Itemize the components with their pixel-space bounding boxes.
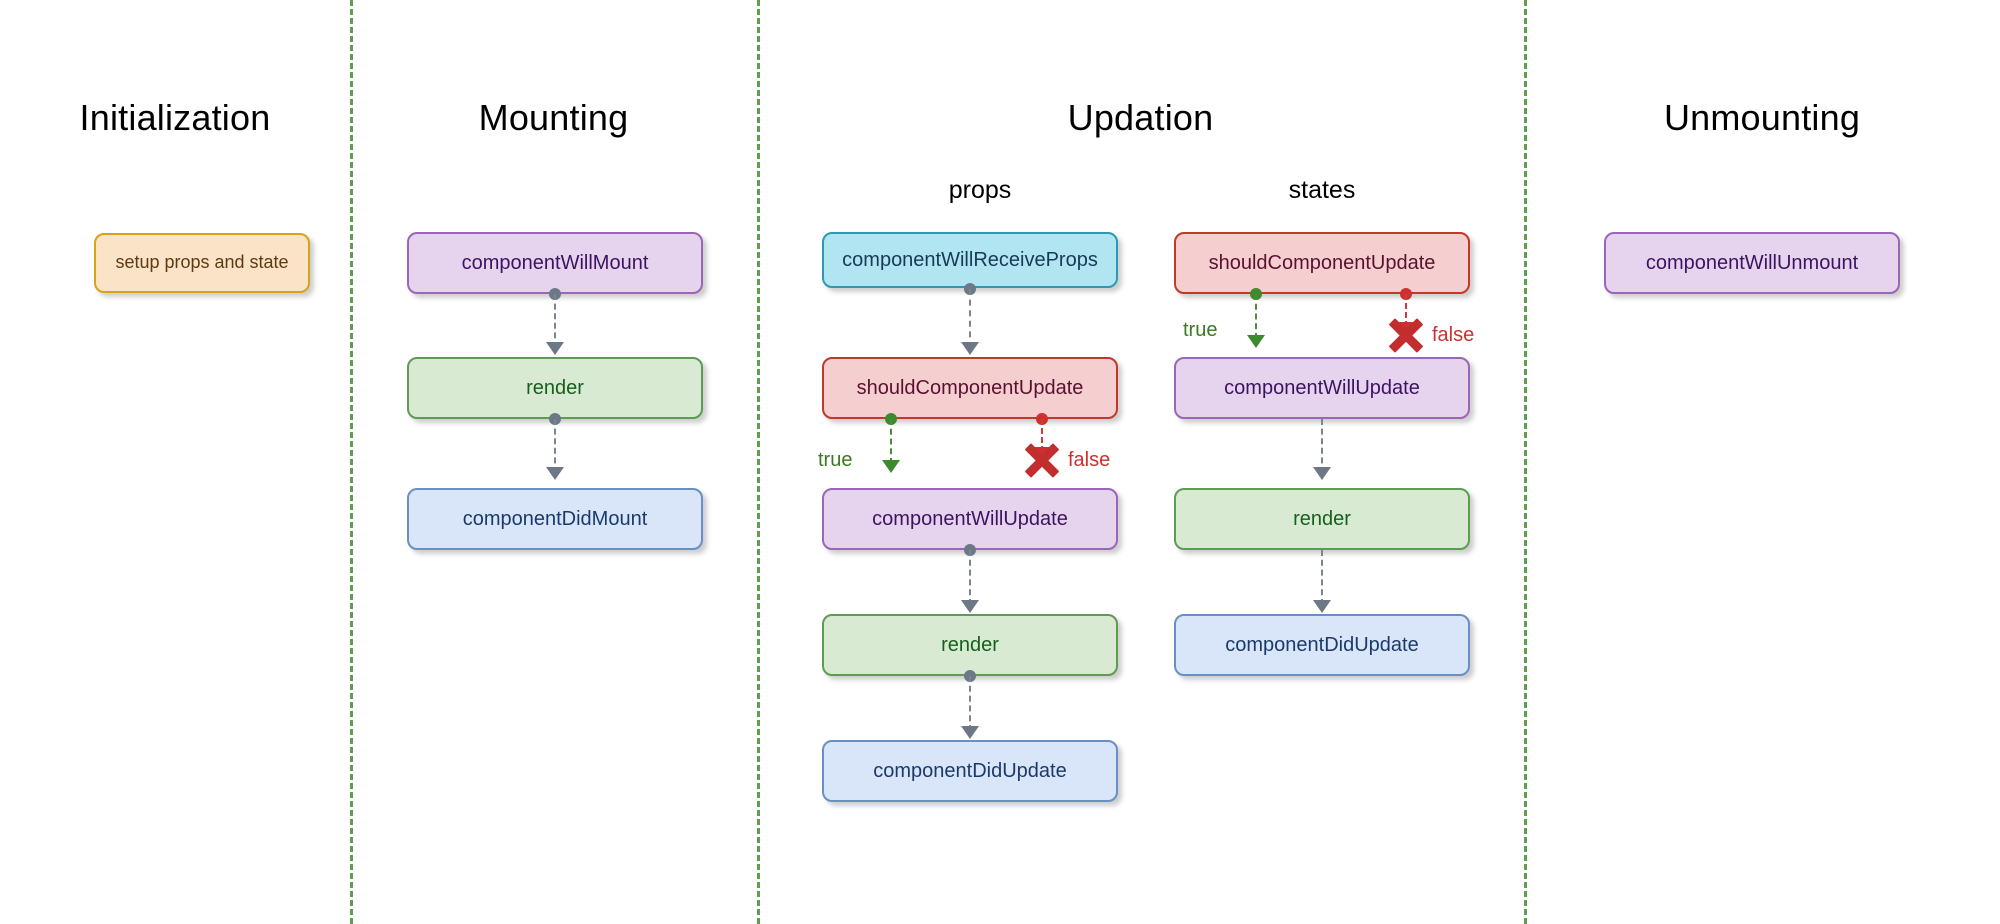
node-component-will-unmount[interactable]: componentWillUnmount — [1604, 232, 1900, 294]
node-should-component-update-states[interactable]: shouldComponentUpdate — [1174, 232, 1470, 294]
node-component-will-update-states[interactable]: componentWillUpdate — [1174, 357, 1470, 419]
node-component-did-mount[interactable]: componentDidMount — [407, 488, 703, 550]
node-setup-props-and-state[interactable]: setup props and state — [94, 233, 310, 293]
node-component-did-update-props[interactable]: componentDidUpdate — [822, 740, 1118, 802]
connector-line — [1321, 419, 1323, 473]
branch-arrowhead-true — [1247, 335, 1265, 348]
connector-line — [554, 419, 556, 473]
column-divider-1 — [350, 0, 353, 924]
connector-arrowhead — [961, 600, 979, 613]
branch-line-false — [1405, 294, 1407, 327]
connector-line — [969, 550, 971, 605]
column-divider-3 — [1524, 0, 1527, 924]
branch-line-true — [1255, 294, 1257, 339]
branch-label-true-props: true — [818, 449, 853, 471]
branch-arrowhead-true — [882, 460, 900, 473]
cross-icon — [1386, 315, 1426, 355]
subtitle-props: props — [948, 176, 1012, 204]
node-render-props[interactable]: render — [822, 614, 1118, 676]
node-render-mounting[interactable]: render — [407, 357, 703, 419]
column-title-unmounting: Unmounting — [1663, 97, 1861, 138]
connector-arrowhead — [961, 342, 979, 355]
column-title-initialization: Initialization — [79, 97, 271, 138]
node-render-states[interactable]: render — [1174, 488, 1470, 550]
connector-arrowhead — [961, 726, 979, 739]
column-divider-2 — [757, 0, 760, 924]
node-should-component-update-props[interactable]: shouldComponentUpdate — [822, 357, 1118, 419]
node-component-will-receive-props[interactable]: componentWillReceiveProps — [822, 232, 1118, 288]
connector-line — [1321, 550, 1323, 605]
connector-arrowhead — [546, 342, 564, 355]
connector-arrowhead — [1313, 600, 1331, 613]
connector-arrowhead — [546, 467, 564, 480]
column-title-updation: Updation — [1067, 97, 1214, 138]
cross-icon — [1022, 440, 1062, 480]
node-component-did-update-states[interactable]: componentDidUpdate — [1174, 614, 1470, 676]
connector-line — [969, 676, 971, 731]
node-component-will-mount[interactable]: componentWillMount — [407, 232, 703, 294]
node-component-will-update-props[interactable]: componentWillUpdate — [822, 488, 1118, 550]
branch-label-false-states: false — [1432, 324, 1475, 346]
connector-line — [554, 294, 556, 348]
connector-line — [969, 289, 971, 348]
subtitle-states: states — [1288, 176, 1356, 204]
connector-arrowhead — [1313, 467, 1331, 480]
branch-line-true — [890, 419, 892, 464]
branch-label-false-props: false — [1068, 449, 1111, 471]
branch-line-false — [1041, 419, 1043, 452]
column-title-mounting: Mounting — [478, 97, 629, 138]
branch-label-true-states: true — [1183, 319, 1218, 341]
